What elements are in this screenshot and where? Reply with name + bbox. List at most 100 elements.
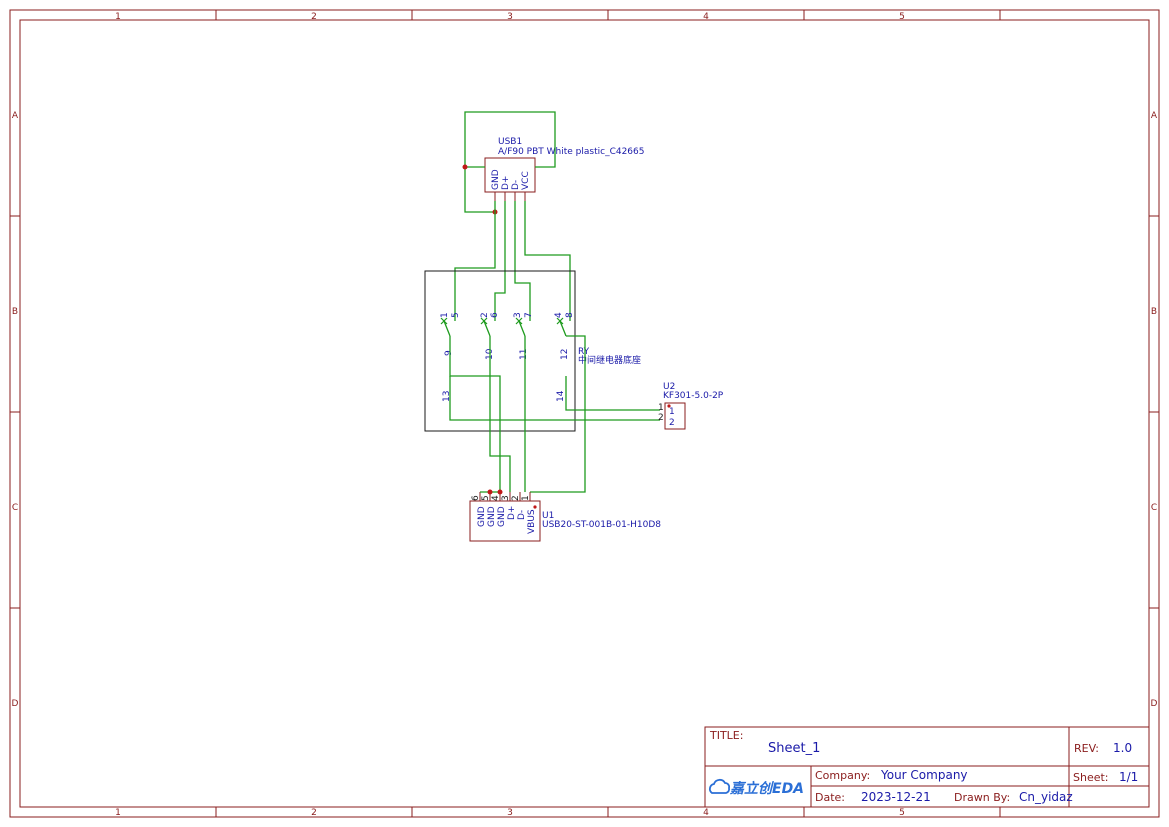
u1-ref: U1	[542, 511, 554, 521]
u1-pin1-dot	[533, 505, 537, 509]
wire-relay-14-to-u2	[565, 376, 660, 411]
col-label-top-1: 1	[115, 12, 121, 22]
usb1-pin-dplus: D+	[501, 176, 511, 190]
u1-pin-gnd-1: GND	[477, 506, 487, 527]
relay-pin-5: 5	[451, 312, 461, 318]
outer-frame	[9, 9, 1160, 818]
u2-component[interactable]: U2 KF301-5.0-2P 1 2 1 2	[658, 382, 724, 430]
relay-contact-4	[559, 320, 567, 337]
u2-pin-1: 1	[669, 407, 675, 417]
relay-pin-14: 14	[556, 390, 566, 402]
logo-text: 嘉立创EDA	[729, 780, 804, 797]
wire-usb1-shield-gnd	[464, 167, 495, 213]
row-label-right-a: A	[1151, 111, 1158, 121]
relay-pin-12: 12	[560, 349, 570, 360]
relay-pin-9: 9	[444, 350, 454, 356]
u2-pin-2: 2	[669, 418, 675, 428]
u1-pin-num-4: 4	[491, 495, 501, 501]
drawn-by-value: Cn_yidaz	[1019, 790, 1073, 804]
col-label-top-2: 2	[311, 12, 317, 22]
u1-pin-dplus: D+	[507, 506, 517, 520]
relay-contact-1	[443, 320, 451, 337]
relay-pin-7: 7	[524, 312, 534, 318]
wire-usb1-dminus-to-relay	[514, 201, 531, 321]
wire-relay-10-to-u1	[489, 336, 511, 492]
u1-pin-gnd-3: GND	[497, 506, 507, 527]
col-label-bottom-1: 1	[115, 808, 121, 818]
row-label-right-d: D	[1151, 699, 1158, 709]
col-label-top-5: 5	[899, 12, 905, 22]
u1-body[interactable]	[469, 500, 541, 542]
col-label-bottom-3: 3	[507, 808, 513, 818]
usb1-pin-vcc: VCC	[521, 171, 531, 190]
u1-pin-num-1: 1	[521, 495, 531, 501]
u2-pin-num-1: 1	[658, 403, 664, 413]
relay-ref: RY	[578, 347, 590, 357]
col-label-bottom-4: 4	[703, 808, 709, 818]
relay-pin-2: 2	[480, 312, 490, 318]
u1-pin-dminus: D-	[517, 510, 527, 520]
relay-pin-4: 4	[554, 312, 564, 318]
wire-usb1-vcc-to-relay	[524, 201, 571, 321]
usb1-value: A/F90 PBT White plastic_C42665	[498, 147, 644, 157]
sheet-label: Sheet:	[1073, 771, 1109, 784]
inner-frame	[19, 19, 1150, 808]
usb1-pin-dminus: D-	[511, 180, 521, 190]
usb1-body[interactable]	[484, 157, 536, 193]
row-label-left-d: D	[12, 699, 19, 709]
wire-usb1-dplus-to-relay	[494, 201, 506, 321]
u1-pin-num-5: 5	[481, 495, 491, 501]
wire-usb1-shield-top	[464, 111, 556, 168]
junction-usb1-shield	[462, 164, 468, 170]
date-label: Date:	[815, 791, 845, 804]
date-value: 2023-12-21	[861, 790, 931, 804]
title-block	[704, 726, 1150, 808]
u1-component[interactable]: U1 USB20-ST-001B-01-H10D8 6 5 4 3 2 1 GN…	[469, 492, 661, 542]
wire-relay-9-to-u1	[449, 336, 501, 492]
u2-body[interactable]	[664, 402, 686, 430]
u2-value: KF301-5.0-2P	[663, 391, 724, 401]
row-label-left-a: A	[12, 111, 19, 121]
relay-contact-2	[483, 320, 491, 337]
u2-ref: U2	[663, 382, 675, 392]
usb1-ref: USB1	[498, 137, 522, 147]
u2-pin1-dot	[667, 404, 671, 408]
u1-pin-gnd-2: GND	[487, 506, 497, 527]
relay-pin-11: 11	[519, 349, 529, 360]
row-label-left-b: B	[12, 307, 18, 317]
col-label-top-3: 3	[507, 12, 513, 22]
row-label-left-c: C	[12, 503, 18, 513]
easyeda-logo: 嘉立创EDA	[709, 778, 804, 797]
sheet-value: 1/1	[1119, 770, 1138, 784]
u1-value: USB20-ST-001B-01-H10D8	[542, 520, 661, 530]
row-label-right-b: B	[1151, 307, 1157, 317]
drawn-by-label: Drawn By:	[954, 791, 1010, 804]
cloud-icon	[709, 778, 731, 794]
usb1-component[interactable]: USB1 A/F90 PBT White plastic_C42665 GND …	[484, 137, 644, 201]
relay-value: 中间继电器底座	[578, 354, 641, 366]
relay-contact-3	[518, 320, 526, 337]
row-label-right-c: C	[1151, 503, 1157, 513]
rev-value: 1.0	[1113, 741, 1132, 755]
relay-pin-8: 8	[565, 312, 575, 318]
title-label: TITLE:	[709, 729, 743, 742]
col-label-bottom-2: 2	[311, 808, 317, 818]
relay-pin-13: 13	[442, 391, 452, 402]
row-ticks	[10, 215, 1159, 609]
u1-pin-num-3: 3	[501, 495, 511, 501]
rev-label: REV:	[1074, 742, 1099, 755]
relay-pin-6: 6	[490, 312, 500, 318]
col-label-bottom-5: 5	[899, 808, 905, 818]
company-value: Your Company	[880, 768, 968, 782]
u1-pin-num-6: 6	[471, 495, 481, 501]
u1-pin-vbus: VBUS	[527, 509, 537, 534]
wire-relay-12-to-u1	[530, 335, 586, 493]
col-label-top-4: 4	[703, 12, 709, 22]
u1-pin-num-2: 2	[511, 495, 521, 501]
junction-u1-gnd-1	[487, 489, 493, 495]
relay-component[interactable]: RY 中间继电器底座 1 5 2 6 3 7 4 8 9 10 11 12 13…	[424, 270, 641, 432]
relay-pin-1: 1	[440, 312, 450, 318]
u2-pin-num-2: 2	[658, 413, 664, 423]
usb1-pin-gnd: GND	[491, 169, 501, 190]
